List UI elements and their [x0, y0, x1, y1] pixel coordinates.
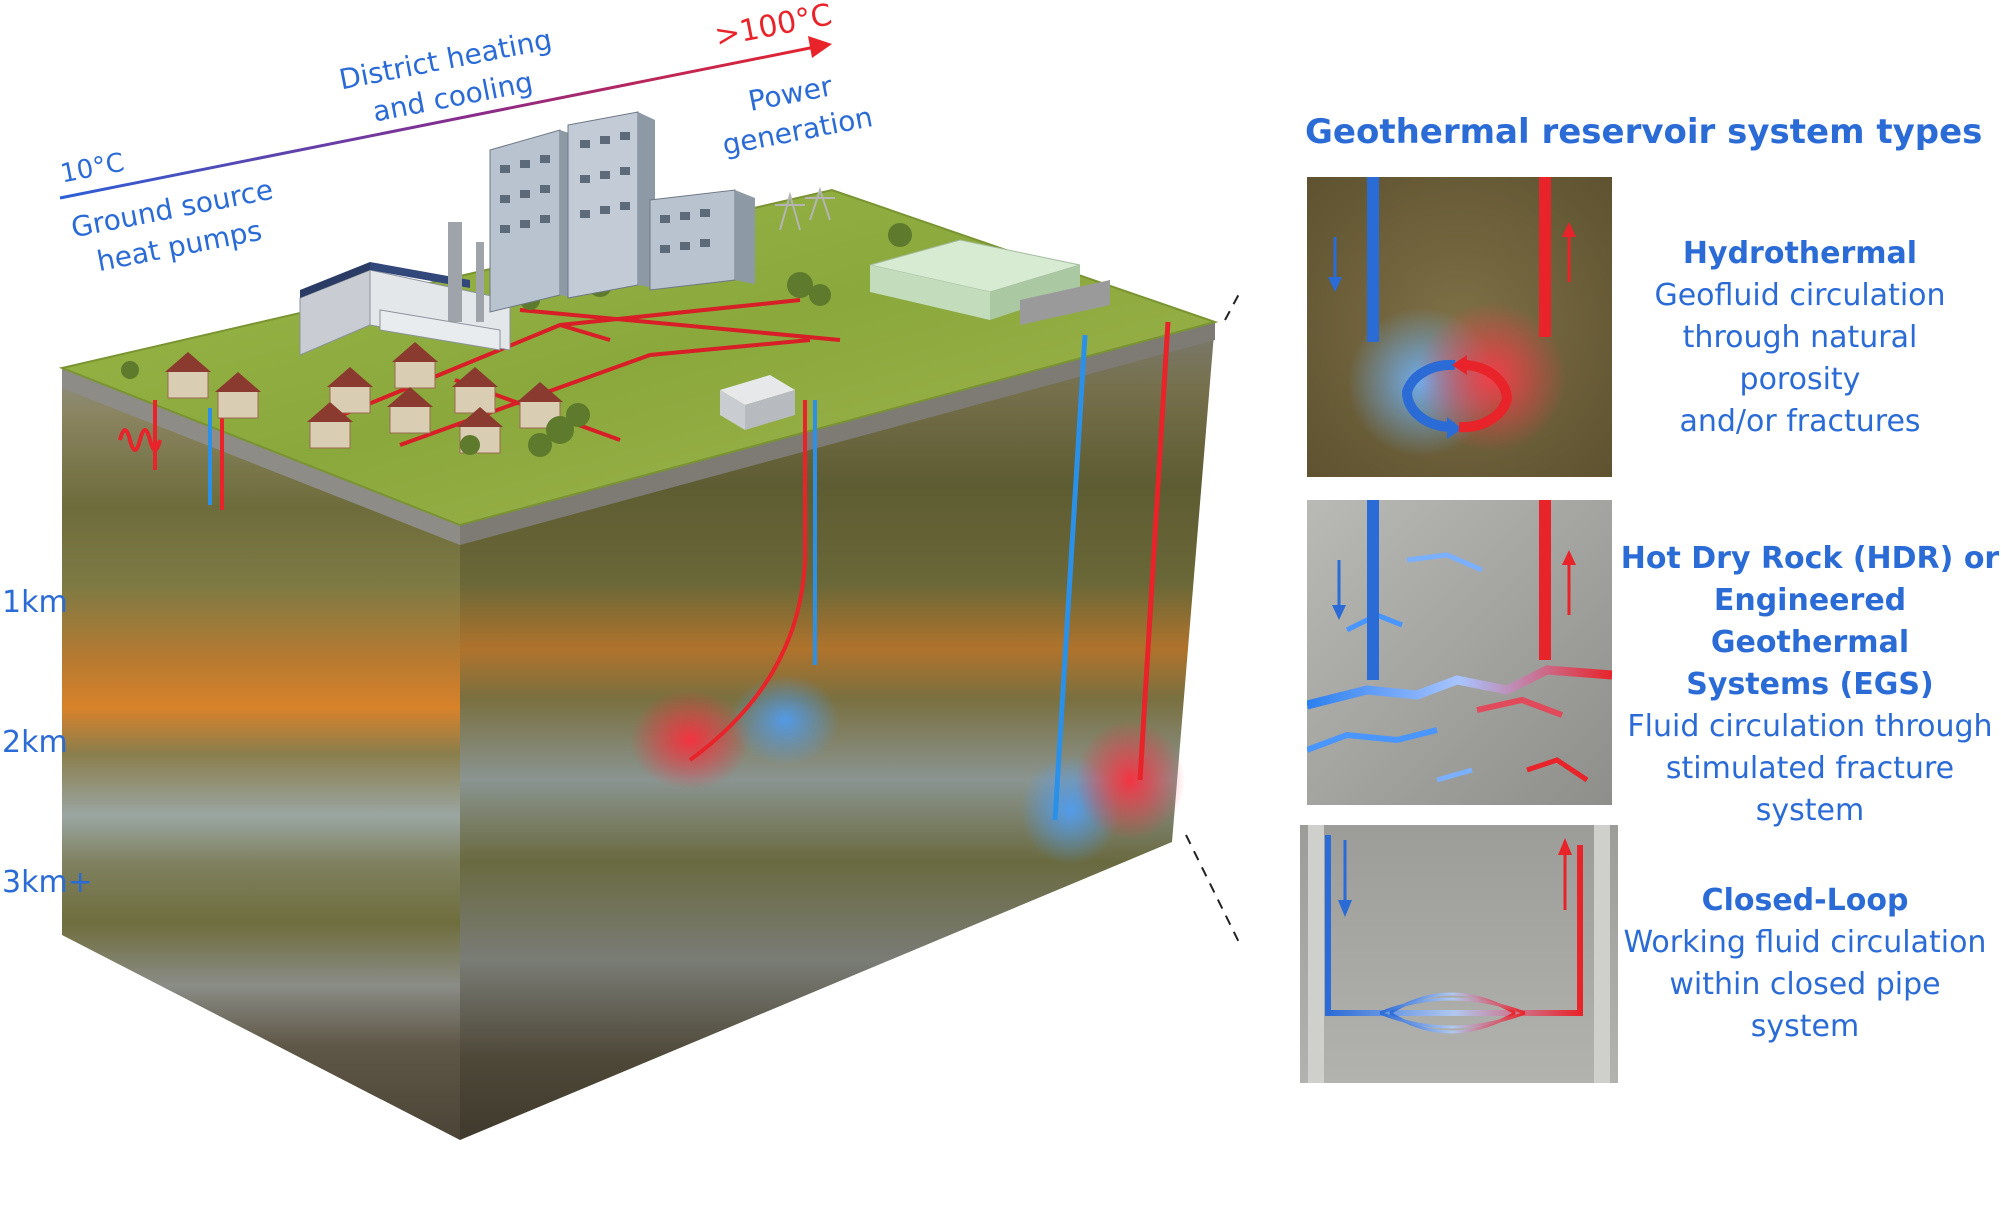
hydrothermal-image	[1307, 177, 1612, 477]
temperature-arrow	[59, 36, 832, 200]
egs-caption: Hot Dry Rock (HDR) or Engineered Geother…	[1620, 538, 2000, 832]
depth-3km: 3km+	[2, 865, 93, 900]
egs-image	[1307, 500, 1612, 805]
egs-desc-3: system	[1755, 793, 1865, 828]
panel-title: Geothermal reservoir system types	[1305, 112, 1983, 152]
power-plant	[869, 239, 1110, 325]
hydrothermal-caption: Hydrothermal Geofluid circulation throug…	[1620, 233, 1980, 443]
ground-source-loop	[118, 400, 224, 510]
closed-loop-title: Closed-Loop	[1701, 883, 1909, 918]
geothermal-block-diagram	[58, 36, 1240, 1140]
egs-desc-1: Fluid circulation through	[1627, 709, 1993, 744]
heating-plant	[299, 222, 511, 356]
hydrothermal-title: Hydrothermal	[1682, 236, 1918, 271]
egs-title-1: Hot Dry Rock (HDR) or	[1620, 541, 2000, 576]
houses	[165, 342, 563, 454]
egs-title-3: Systems (EGS)	[1686, 667, 1934, 702]
egs-title-2: Engineered Geothermal	[1710, 583, 1910, 660]
hydrothermal-desc-1: Geofluid circulation	[1654, 278, 1946, 313]
depth-2km: 2km	[2, 725, 68, 760]
block-front-face	[62, 368, 460, 1140]
hydrothermal-desc-3: and/or fractures	[1679, 404, 1921, 439]
apartment-towers	[489, 111, 755, 313]
power-wells	[1052, 321, 1171, 821]
district-wells	[688, 400, 817, 762]
egs-desc-2: stimulated fracture	[1665, 751, 1955, 786]
closed-loop-desc-1: Working fluid circulation	[1623, 925, 1987, 960]
depth-1km: 1km	[2, 585, 68, 620]
power-pylons	[775, 186, 835, 231]
closed-loop-caption: Closed-Loop Working fluid circulation wi…	[1620, 880, 1990, 1048]
closed-loop-desc-2: within closed pipe system	[1669, 967, 1941, 1044]
zoom-indicator-lines	[1185, 290, 1240, 947]
hydrothermal-desc-2: through natural porosity	[1682, 320, 1918, 397]
closed-loop-image	[1300, 825, 1618, 1083]
